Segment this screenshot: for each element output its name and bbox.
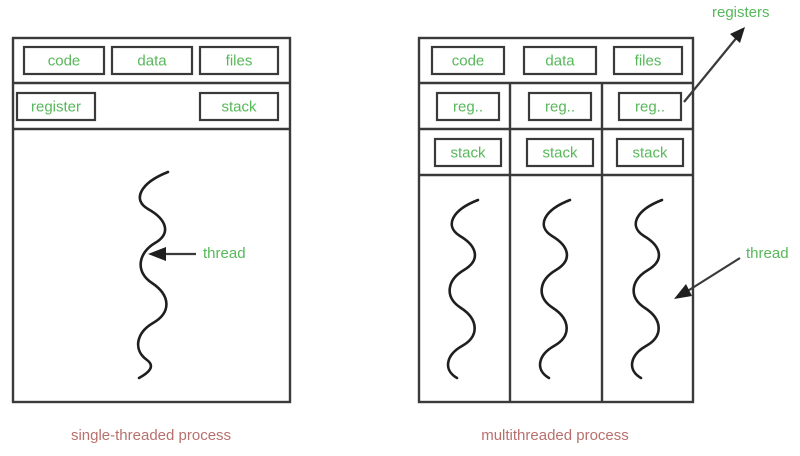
left-cell-stack: stack bbox=[198, 91, 280, 122]
right-cell-reg-3: reg.. bbox=[617, 91, 683, 122]
left-register-box bbox=[15, 91, 97, 122]
right-cell-stack-2: stack bbox=[525, 137, 595, 168]
right-thread-squiggle-3 bbox=[630, 198, 664, 380]
right-cell-stack-1: stack bbox=[433, 137, 503, 168]
right-reg-label-2: reg.. bbox=[545, 98, 575, 115]
right-reg-label-3: reg.. bbox=[635, 98, 665, 115]
left-process-caption: single-threaded process bbox=[71, 427, 231, 444]
left-cell-data: data bbox=[110, 45, 194, 76]
right-code-label: code bbox=[452, 52, 485, 69]
left-thread-annotation: thread bbox=[148, 245, 246, 262]
registers-arrow-line bbox=[683, 35, 739, 103]
left-cell-code: code bbox=[22, 45, 106, 76]
left-thread-label: thread bbox=[203, 245, 246, 262]
registers-arrow-head bbox=[730, 27, 745, 43]
right-stack-label-3: stack bbox=[632, 144, 668, 161]
right-cell-stack-3: stack bbox=[615, 137, 685, 168]
right-code-box bbox=[430, 45, 506, 76]
right-reg-label-1: reg.. bbox=[453, 98, 483, 115]
left-code-label: code bbox=[48, 52, 81, 69]
right-reg-box-1 bbox=[435, 91, 501, 122]
right-thread-squiggle-1 bbox=[446, 198, 480, 380]
right-cell-data: data bbox=[522, 45, 598, 76]
left-stack-label: stack bbox=[221, 98, 257, 115]
right-files-box bbox=[612, 45, 684, 76]
right-reg-box-2 bbox=[527, 91, 593, 122]
right-data-box bbox=[522, 45, 598, 76]
right-thread-annotation: thread bbox=[674, 245, 789, 299]
left-thread-squiggle bbox=[136, 170, 170, 380]
right-thread-arrow-head bbox=[674, 284, 692, 299]
left-cell-files: files bbox=[198, 45, 280, 76]
registers-label: registers bbox=[712, 4, 770, 21]
single-threaded-process-group: code data files register stack bbox=[11, 36, 292, 444]
left-data-box bbox=[110, 45, 194, 76]
left-register-label: register bbox=[31, 98, 81, 115]
left-stack-box bbox=[198, 91, 280, 122]
right-thread-arrow-line bbox=[685, 257, 741, 293]
right-stack-label-1: stack bbox=[450, 144, 486, 161]
right-cell-reg-1: reg.. bbox=[435, 91, 501, 122]
right-files-label: files bbox=[635, 52, 662, 69]
multithreaded-process-group: code data files reg.. reg.. reg.. bbox=[417, 4, 789, 444]
left-files-label: files bbox=[226, 52, 253, 69]
left-thread-arrow-head bbox=[148, 247, 166, 261]
right-cell-files: files bbox=[612, 45, 684, 76]
right-thread-squiggle-2 bbox=[538, 198, 572, 380]
left-data-label: data bbox=[137, 52, 167, 69]
left-code-box bbox=[22, 45, 106, 76]
right-stack-box-1 bbox=[433, 137, 503, 168]
right-cell-reg-2: reg.. bbox=[527, 91, 593, 122]
right-cell-code: code bbox=[430, 45, 506, 76]
registers-annotation: registers bbox=[683, 4, 770, 103]
right-reg-box-3 bbox=[617, 91, 683, 122]
right-thread-label: thread bbox=[746, 245, 789, 262]
right-stack-box-3 bbox=[615, 137, 685, 168]
right-data-label: data bbox=[545, 52, 575, 69]
left-cell-register: register bbox=[15, 91, 97, 122]
right-stack-box-2 bbox=[525, 137, 595, 168]
left-files-box bbox=[198, 45, 280, 76]
right-stack-label-2: stack bbox=[542, 144, 578, 161]
right-process-caption: multithreaded process bbox=[481, 427, 629, 444]
